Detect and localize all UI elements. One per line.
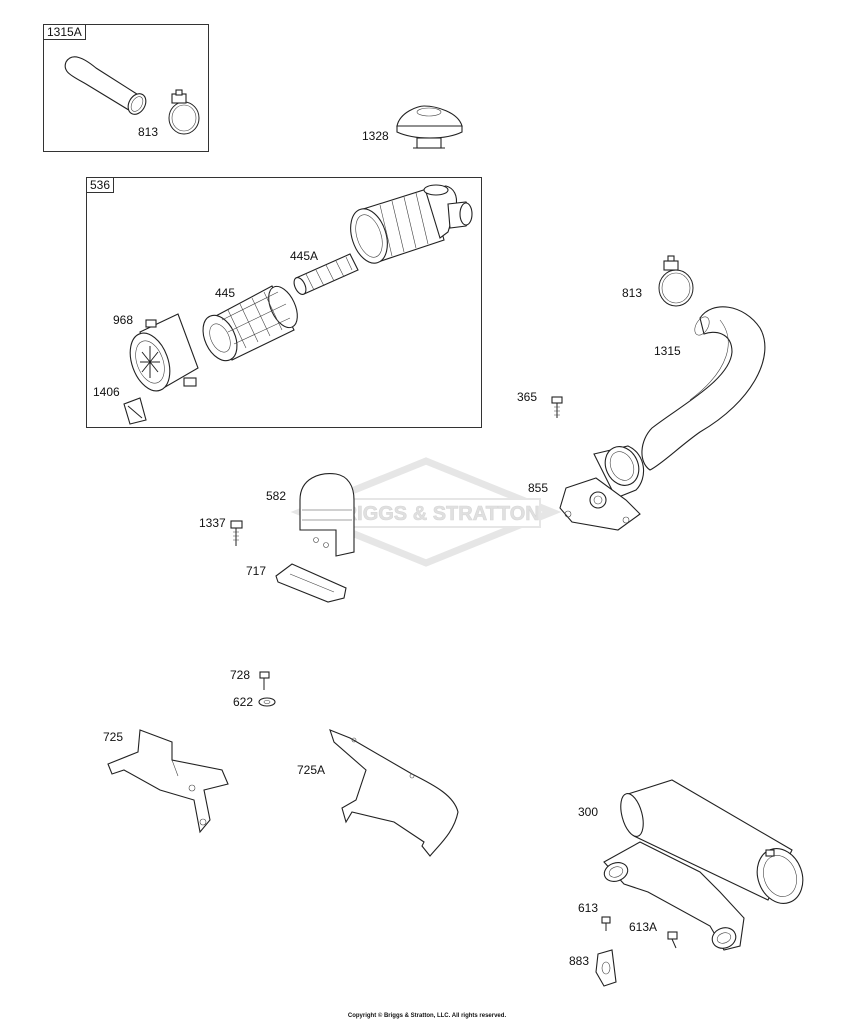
part-725-shield [107,729,229,834]
callout-813-right: 813 [622,286,643,300]
callout-728: 728 [230,668,251,682]
callout-1406: 1406 [93,385,120,399]
callout-613A: 613A [629,920,658,934]
part-air-cleaner-body [350,184,473,264]
part-300-muffler [603,779,804,951]
part-613A-screw [667,931,678,949]
callout-883: 883 [569,954,590,968]
part-725A-shield [329,729,459,857]
callout-813-top: 813 [138,125,159,139]
part-582-bracket [299,473,355,557]
callout-855: 855 [528,481,549,495]
part-1315A-tube [64,56,147,115]
group-box-1315A [43,24,209,152]
part-1337-screw [230,520,243,546]
part-1328-cap [396,105,463,149]
part-813-clamp-top [168,89,200,135]
part-1406-valve [123,397,147,425]
watermark-text: BRIGGS & STRATTON [328,503,539,525]
callout-1328: 1328 [362,129,389,143]
group-tag-1315A: 1315A [44,25,86,40]
callout-445A: 445A [290,249,319,263]
part-365-screw [551,396,563,418]
callout-1315: 1315 [654,344,681,358]
part-445A-inner-filter [293,253,359,295]
callout-300: 300 [578,805,599,819]
part-813-clamp-right [658,255,694,307]
part-717-plate [275,563,347,603]
part-445-filter-element [202,285,298,362]
brand-watermark: BRIGGS & STRATTON [290,457,562,567]
group-box-536 [86,177,482,428]
part-883-gasket [595,949,617,987]
part-622-washer [258,697,276,707]
callout-1337: 1337 [199,516,226,530]
part-1315-hose [641,306,766,471]
callout-365: 365 [517,390,538,404]
part-728-screw [259,671,270,690]
part-968-cover [129,313,199,392]
copyright-notice: Copyright © Briggs & Stratton, LLC. All … [347,1013,507,1019]
group-tag-536: 536 [87,178,115,193]
callout-968: 968 [113,313,134,327]
part-855-adapter [559,445,645,531]
callout-725A: 725A [297,763,326,777]
callout-613: 613 [578,901,599,915]
callout-622: 622 [233,695,254,709]
callout-717: 717 [246,564,267,578]
part-613-screw [601,916,611,931]
callout-725: 725 [103,730,124,744]
callout-582: 582 [266,489,287,503]
callout-445: 445 [215,286,236,300]
